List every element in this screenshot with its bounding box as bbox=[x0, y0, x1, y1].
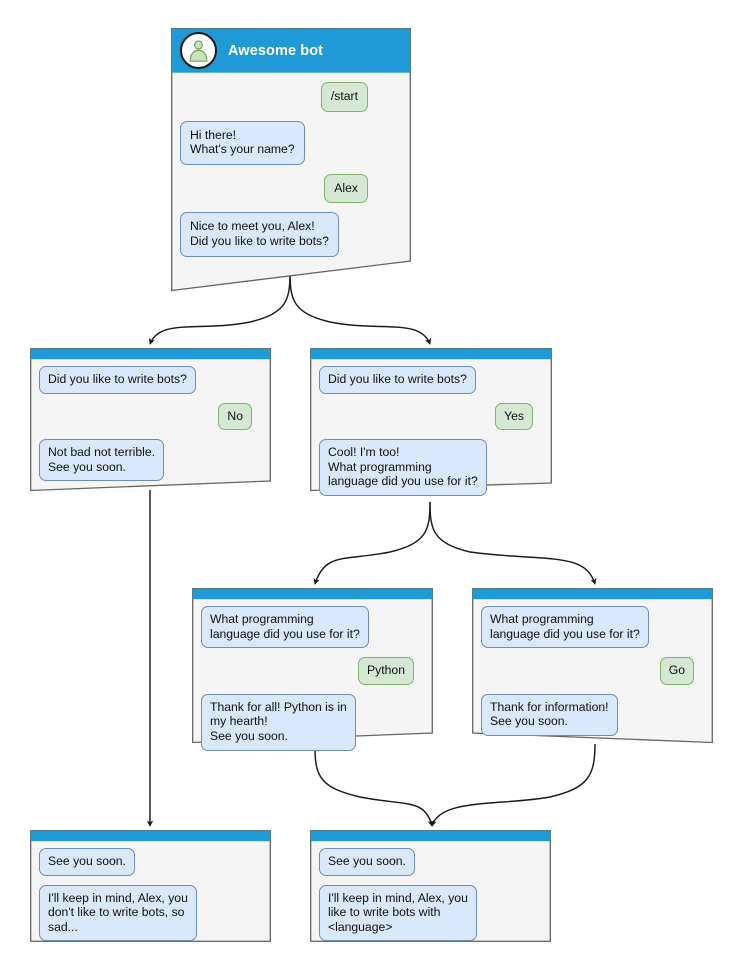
bot-message-bubble: See you soon. bbox=[39, 848, 135, 876]
node-end-happy-title-bar bbox=[310, 830, 551, 841]
bot-message-bubble: Thank for information! See you soon. bbox=[481, 693, 618, 736]
node-yes-branch[interactable]: Did you like to write bots? Yes Cool! I'… bbox=[310, 348, 552, 496]
node-root-title-bar: Awesome bot bbox=[171, 28, 411, 73]
bot-message-bubble: Did you like to write bots? bbox=[319, 366, 476, 394]
node-end-sad-title-bar bbox=[30, 830, 271, 841]
message-row: Cool! I'm too! What programming language… bbox=[319, 439, 543, 496]
bot-message-bubble: Not bad not terrible. See you soon. bbox=[39, 439, 165, 482]
message-row: I'll keep in mind, Alex, you like to wri… bbox=[319, 884, 542, 942]
bot-message-bubble: What programming language did you use fo… bbox=[481, 606, 649, 649]
node-no-branch-messages: Did you like to write bots? No Not bad n… bbox=[30, 359, 271, 482]
bot-message-bubble: Nice to meet you, Alex! Did you like to … bbox=[180, 212, 339, 257]
message-row: Yes bbox=[319, 402, 543, 431]
message-row: No bbox=[39, 402, 262, 431]
message-row: See you soon. bbox=[319, 848, 542, 876]
node-root-messages: /start Hi there! What's your name? Alex … bbox=[171, 73, 411, 257]
bot-message-bubble: See you soon. bbox=[319, 848, 415, 876]
node-python-branch[interactable]: What programming language did you use fo… bbox=[192, 588, 433, 751]
message-row: Alex bbox=[180, 173, 402, 204]
node-go-branch-messages: What programming language did you use fo… bbox=[472, 599, 713, 736]
node-no-branch[interactable]: Did you like to write bots? No Not bad n… bbox=[30, 348, 271, 492]
message-row: /start bbox=[180, 82, 402, 112]
user-message-bubble: Yes bbox=[495, 402, 533, 431]
node-end-happy[interactable]: See you soon. I'll keep in mind, Alex, y… bbox=[310, 830, 551, 942]
node-go-branch[interactable]: What programming language did you use fo… bbox=[472, 588, 713, 744]
message-row: Nice to meet you, Alex! Did you like to … bbox=[180, 212, 402, 257]
node-root-conversation[interactable]: Awesome bot /start Hi there! What's your… bbox=[171, 28, 411, 292]
node-go-branch-title-bar bbox=[472, 588, 713, 599]
message-row: See you soon. bbox=[39, 848, 262, 876]
user-message-bubble: Python bbox=[358, 657, 414, 685]
node-end-sad-messages: See you soon. I'll keep in mind, Alex, y… bbox=[30, 841, 271, 942]
bot-message-bubble: Thank for all! Python is in my hearth! S… bbox=[201, 693, 356, 751]
message-row: Did you like to write bots? bbox=[39, 366, 262, 394]
node-yes-branch-title-bar bbox=[310, 348, 552, 359]
bot-message-bubble: Cool! I'm too! What programming language… bbox=[319, 439, 487, 496]
edge-python-to-end-happy bbox=[314, 747, 434, 827]
person-avatar-icon bbox=[180, 32, 217, 69]
bot-message-bubble: I'll keep in mind, Alex, you don't like … bbox=[39, 884, 197, 942]
node-no-branch-title-bar bbox=[30, 348, 271, 359]
user-message-bubble: Alex bbox=[324, 173, 368, 204]
node-python-branch-messages: What programming language did you use fo… bbox=[192, 599, 433, 751]
edge-yes-to-python bbox=[313, 501, 431, 585]
node-yes-branch-messages: Did you like to write bots? Yes Cool! I'… bbox=[310, 359, 552, 496]
user-message-bubble: /start bbox=[320, 82, 368, 112]
message-row: Go bbox=[481, 657, 704, 685]
bot-message-bubble: What programming language did you use fo… bbox=[201, 606, 369, 649]
message-row: Hi there! What's your name? bbox=[180, 120, 402, 165]
node-python-branch-title-bar bbox=[192, 588, 433, 599]
message-row: What programming language did you use fo… bbox=[481, 606, 704, 649]
message-row: Did you like to write bots? bbox=[319, 366, 543, 394]
message-row: I'll keep in mind, Alex, you don't like … bbox=[39, 884, 262, 942]
node-end-sad[interactable]: See you soon. I'll keep in mind, Alex, y… bbox=[30, 830, 271, 942]
user-message-bubble: No bbox=[218, 402, 252, 431]
message-row: Not bad not terrible. See you soon. bbox=[39, 439, 262, 482]
bot-name-label: Awesome bot bbox=[228, 42, 324, 59]
user-message-bubble: Go bbox=[659, 657, 694, 685]
bot-message-bubble: Did you like to write bots? bbox=[39, 366, 196, 394]
bot-message-bubble: I'll keep in mind, Alex, you like to wri… bbox=[319, 884, 477, 942]
bot-message-bubble: Hi there! What's your name? bbox=[180, 120, 305, 165]
edge-yes-to-go bbox=[429, 501, 597, 585]
message-row: What programming language did you use fo… bbox=[201, 606, 424, 649]
message-row: Thank for information! See you soon. bbox=[481, 693, 704, 736]
message-row: Thank for all! Python is in my hearth! S… bbox=[201, 693, 424, 751]
message-row: Python bbox=[201, 657, 424, 685]
node-end-happy-messages: See you soon. I'll keep in mind, Alex, y… bbox=[310, 841, 551, 942]
edge-go-to-end-happy bbox=[430, 743, 596, 827]
